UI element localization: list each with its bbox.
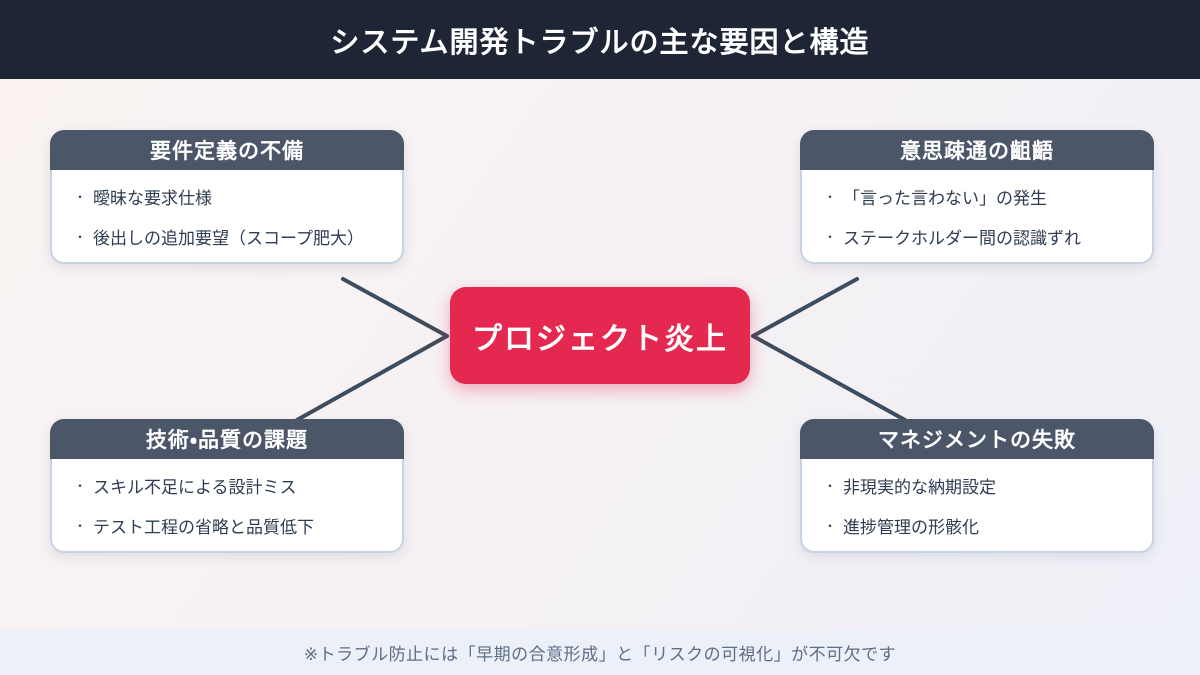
footer-band: ※トラブル防止には「早期の合意形成」と「リスクの可視化」が不可欠です	[0, 630, 1200, 675]
factor-box-requirements: 要件定義の不備 ・ 曖昧な要求仕様 ・ 後出しの追加要望（スコープ肥大）	[50, 130, 404, 264]
list-item-text: ステークホルダー間の認識ずれ	[843, 228, 1082, 248]
bullet-icon: ・	[824, 478, 837, 493]
bullet-icon: ・	[74, 189, 87, 204]
factor-box-quality-title: 技術・品質の課題	[50, 419, 404, 459]
bullet-icon: ・	[824, 189, 837, 204]
connector-line-bottom-right	[751, 334, 907, 422]
factor-box-requirements-body: ・ 曖昧な要求仕様 ・ 後出しの追加要望（スコープ肥大）	[52, 170, 402, 262]
factor-box-quality-body: ・ スキル不足による設計ミス ・ テスト工程の省略と品質低下	[52, 459, 402, 551]
page-title: システム開発トラブルの主な要因と構造	[330, 26, 870, 59]
title-bar: システム開発トラブルの主な要因と構造	[0, 0, 1200, 79]
list-item: ・ スキル不足による設計ミス	[74, 473, 392, 497]
list-item-text: 進捗管理の形骸化	[843, 517, 980, 537]
bullet-icon: ・	[824, 518, 837, 533]
factor-box-quality: 技術・品質の課題 ・ スキル不足による設計ミス ・ テスト工程の省略と品質低下	[50, 419, 404, 553]
list-item-text: テスト工程の省略と品質低下	[93, 517, 315, 537]
list-item-text: 「言った言わない」の発生	[843, 188, 1048, 208]
bullet-icon: ・	[74, 518, 87, 533]
factor-box-communication-title: 意思疎通の齟齬	[800, 130, 1154, 170]
factor-box-management: マネジメントの失敗 ・ 非現実的な納期設定 ・ 進捗管理の形骸化	[800, 419, 1154, 553]
list-item: ・ 曖昧な要求仕様	[74, 184, 392, 208]
center-node-project-fire: プロジェクト炎上	[450, 287, 750, 384]
list-item: ・ 進捗管理の形骸化	[824, 513, 1142, 537]
list-item: ・ 後出しの追加要望（スコープ肥大）	[74, 224, 392, 248]
list-item: ・ テスト工程の省略と品質低下	[74, 513, 392, 537]
factor-box-requirements-title: 要件定義の不備	[50, 130, 404, 170]
bullet-icon: ・	[74, 478, 87, 493]
connector-line-top-right	[751, 277, 859, 338]
list-item-text: 曖昧な要求仕様	[93, 188, 213, 208]
bullet-icon: ・	[824, 229, 837, 244]
connector-line-top-left	[341, 277, 449, 338]
bullet-icon: ・	[74, 229, 87, 244]
list-item: ・ ステークホルダー間の認識ずれ	[824, 224, 1142, 248]
list-item-text: スキル不足による設計ミス	[93, 477, 297, 497]
footer-note: ※トラブル防止には「早期の合意形成」と「リスクの可視化」が不可欠です	[303, 645, 897, 664]
factor-box-communication: 意思疎通の齟齬 ・ 「言った言わない」の発生 ・ ステークホルダー間の認識ずれ	[800, 130, 1154, 264]
factor-box-communication-body: ・ 「言った言わない」の発生 ・ ステークホルダー間の認識ずれ	[802, 170, 1152, 262]
factor-box-management-title: マネジメントの失敗	[800, 419, 1154, 459]
list-item: ・ 「言った言わない」の発生	[824, 184, 1142, 208]
list-item: ・ 非現実的な納期設定	[824, 473, 1142, 497]
list-item-text: 非現実的な納期設定	[843, 477, 997, 497]
connector-line-bottom-left	[295, 334, 449, 422]
list-item-text: 後出しの追加要望（スコープ肥大）	[93, 228, 364, 248]
factor-box-management-body: ・ 非現実的な納期設定 ・ 進捗管理の形骸化	[802, 459, 1152, 551]
